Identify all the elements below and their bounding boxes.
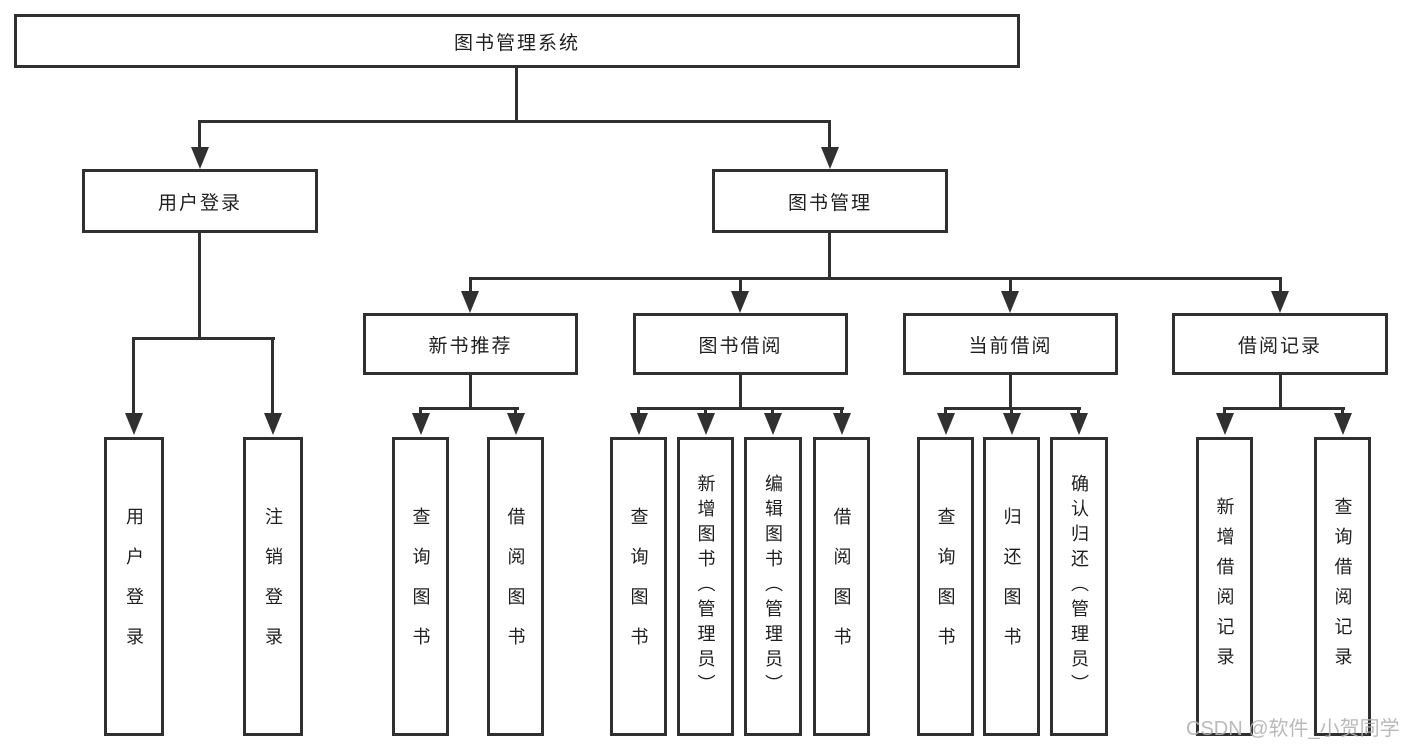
leaf-label: 借阅图书 [505,506,526,667]
leaf-label: 查询借阅记录 [1332,496,1353,677]
leaf-query-books-current: 查询图书 [917,437,974,736]
node-label: 用户登录 [157,192,242,214]
connector-line [739,277,742,293]
connector-line [1077,407,1080,415]
connector-line [704,407,707,415]
connector-line [1223,407,1345,410]
connector-line [828,120,831,149]
arrow-down-icon [507,413,525,435]
arrow-down-icon [1271,291,1289,313]
connector-line [198,120,831,123]
arrow-down-icon [731,291,749,313]
connector-line [198,233,201,340]
leaf-label: 查询图书 [935,506,956,667]
node-label: 当前借阅 [968,335,1053,357]
leaf-query-books-recommend: 查询图书 [392,437,449,736]
connector-line [419,407,422,415]
node-new-book-recommend: 新书推荐 [363,313,578,375]
leaf-edit-books-admin: 编辑图书（管理员） [744,437,802,736]
leaf-query-borrow-record: 查询借阅记录 [1314,437,1371,736]
node-current-borrow: 当前借阅 [903,313,1118,375]
connector-line [1009,277,1012,293]
arrow-down-icon [833,413,851,435]
node-label: 图书管理 [787,192,872,214]
leaf-label: 新增借阅记录 [1214,496,1235,677]
arrow-down-icon [461,291,479,313]
connector-line [1010,407,1013,415]
connector-line [132,337,135,415]
node-book-management: 图书管理 [712,169,948,233]
leaf-label: 归还图书 [1001,506,1022,667]
connector-line [469,277,1282,280]
arrow-down-icon [697,413,715,435]
connector-line [944,407,947,415]
connector-line [198,120,201,149]
leaf-add-books-admin: 新增图书（管理员） [677,437,734,736]
connector-line [514,407,517,415]
leaf-label: 注销登录 [263,506,283,667]
leaf-user-login: 用户登录 [104,437,164,736]
leaf-label: 借阅图书 [831,506,852,667]
leaf-borrow-books-recommend: 借阅图书 [487,437,544,736]
connector-line [1279,277,1282,293]
leaf-label: 查询图书 [628,506,649,667]
connector-line [132,337,275,340]
connector-line [828,233,831,279]
connector-line [637,407,844,410]
connector-line [637,407,640,415]
leaf-add-borrow-record: 新增借阅记录 [1196,437,1253,736]
arrow-down-icon [264,413,282,435]
arrow-down-icon [125,413,143,435]
node-label: 图书借阅 [698,335,783,357]
connector-line [771,407,774,415]
node-book-borrow: 图书借阅 [633,313,848,375]
leaf-label: 用户登录 [124,506,144,667]
arrow-down-icon [937,413,955,435]
arrow-down-icon [412,413,430,435]
arrow-down-icon [191,147,209,169]
node-borrow-records: 借阅记录 [1172,313,1388,375]
arrow-down-icon [1001,291,1019,313]
node-root-label: 图书管理系统 [453,32,580,54]
leaf-query-books-borrow: 查询图书 [610,437,667,736]
node-user-login: 用户登录 [82,169,318,233]
connector-line [1279,375,1282,409]
node-label: 借阅记录 [1237,335,1322,357]
leaf-label: 编辑图书（管理员） [763,474,783,699]
node-root: 图书管理系统 [14,14,1020,68]
leaf-label: 确认归还（管理员） [1069,474,1089,699]
connector-line [1223,407,1226,415]
arrow-down-icon [764,413,782,435]
connector-line [515,66,518,122]
leaf-label: 查询图书 [410,506,431,667]
leaf-confirm-return-admin: 确认归还（管理员） [1050,437,1108,736]
arrow-down-icon [1070,413,1088,435]
connector-line [469,375,472,409]
arrow-down-icon [1334,413,1352,435]
leaf-borrow-books: 借阅图书 [813,437,870,736]
arrow-down-icon [1216,413,1234,435]
connector-line [271,337,274,415]
leaf-logout: 注销登录 [243,437,303,736]
arrow-down-icon [630,413,648,435]
connector-line [419,407,519,410]
leaf-return-books: 归还图书 [983,437,1040,736]
leaf-label: 新增图书（管理员） [695,474,716,699]
node-label: 新书推荐 [428,335,513,357]
connector-line [469,277,472,293]
connector-line [1009,375,1012,409]
arrow-down-icon [1003,413,1021,435]
arrow-down-icon [821,147,839,169]
connector-line [739,375,742,409]
csdn-watermark: CSDN @软件_小贺同学 [1186,718,1400,740]
connector-line [1341,407,1344,415]
connector-line [840,407,843,415]
